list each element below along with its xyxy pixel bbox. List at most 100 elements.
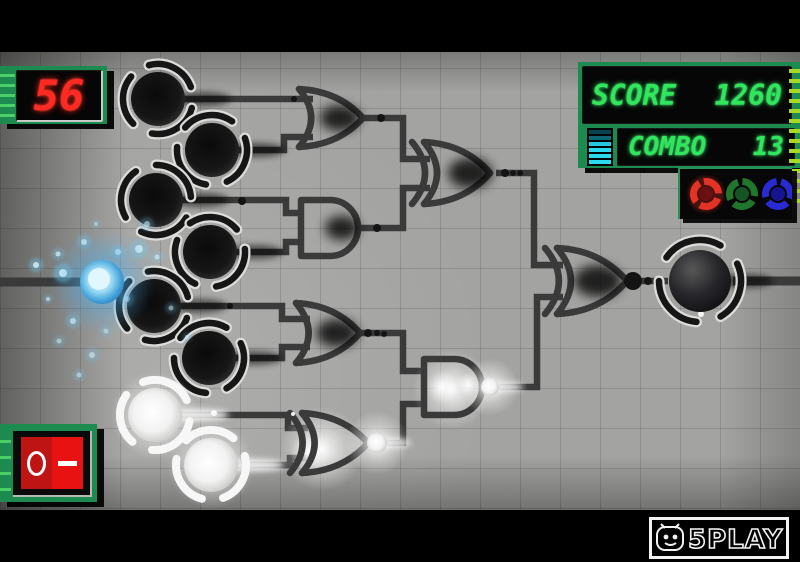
node-sphere <box>183 225 237 279</box>
blue-particle <box>33 262 39 268</box>
node-arc-lit <box>116 390 137 446</box>
blue-particle <box>89 352 95 358</box>
lit-signal-ball <box>481 378 499 396</box>
node-sphere <box>131 72 185 126</box>
node-arc <box>717 260 745 320</box>
board-trace <box>789 109 800 113</box>
board-trace <box>789 139 800 143</box>
signal-blob <box>320 105 360 131</box>
color-button-green[interactable] <box>726 178 758 210</box>
node-shadow-smear <box>171 299 227 313</box>
power-switch-bezel <box>13 431 92 497</box>
input-node-2[interactable] <box>171 109 285 190</box>
5play-watermark: 5PLAY <box>649 517 789 559</box>
node-arc <box>223 339 248 392</box>
power-switch-off-half[interactable] <box>21 437 52 489</box>
board-trace <box>789 179 800 183</box>
lit-signal-ball <box>367 433 387 453</box>
node-sphere <box>129 173 183 227</box>
combo-meter-segment <box>589 142 611 146</box>
signal-bead <box>373 224 381 232</box>
node-arc <box>663 236 724 261</box>
node-arc <box>119 73 137 127</box>
signal-blob <box>325 216 359 240</box>
timer-panel: 56 <box>0 66 107 124</box>
power-rocker-switch[interactable] <box>21 437 83 489</box>
input-node-4[interactable] <box>169 211 283 292</box>
node-arc-lit <box>139 376 191 405</box>
robot-icon <box>656 523 684 551</box>
node-arc <box>655 277 700 326</box>
node-sphere-lit <box>184 438 238 492</box>
signal-bead <box>291 96 297 102</box>
signal-bead <box>644 277 652 285</box>
signal-blob <box>574 265 622 297</box>
wire-11 <box>359 329 424 375</box>
power-switch-on-half[interactable] <box>52 437 83 489</box>
input-node-3[interactable] <box>115 159 229 241</box>
node-arc <box>148 104 196 138</box>
blue-core <box>771 187 785 201</box>
combo-value: 13 <box>752 132 784 162</box>
node-arc <box>137 214 190 239</box>
signal-blob <box>316 319 358 347</box>
color-button-red[interactable] <box>688 176 724 212</box>
blue-particle <box>76 372 82 378</box>
node-arc-lit <box>182 426 238 445</box>
power-switch-panel <box>0 424 97 502</box>
input-node-7[interactable] <box>111 371 229 459</box>
wire-8 <box>496 169 563 269</box>
signal-bead <box>501 169 509 177</box>
node-sphere <box>669 250 731 312</box>
board-traces-right <box>789 69 800 209</box>
node-arc <box>152 161 195 201</box>
blue-particle <box>168 305 174 311</box>
node-sphere <box>185 123 239 177</box>
blue-particle <box>154 254 160 260</box>
score-display: SCORE 1260 <box>582 66 792 124</box>
timer-value: 56 <box>33 71 85 120</box>
board-trace <box>789 99 800 103</box>
node-arc <box>186 213 241 233</box>
switch-off-symbol <box>27 450 46 476</box>
red-ring <box>690 178 722 210</box>
combo-label: COMBO <box>628 132 707 162</box>
score-panel: SCORE 1260 COMBO 13 <box>578 62 800 168</box>
combo-meter-segment <box>589 130 611 134</box>
input-node-8[interactable] <box>167 421 285 509</box>
node-arc <box>223 134 251 185</box>
node-sphere-lit <box>128 388 182 442</box>
color-button-blue[interactable] <box>762 177 794 210</box>
combo-meter-segment <box>589 154 611 158</box>
signal-bead <box>227 303 233 309</box>
board-trace <box>789 89 800 93</box>
score-label: SCORE <box>592 78 677 112</box>
node-sphere <box>182 331 236 385</box>
node-arc <box>117 168 140 221</box>
node-arc <box>212 245 249 290</box>
node-arc-lit <box>218 451 250 502</box>
input-node-1[interactable] <box>117 58 231 140</box>
gate-glow <box>426 371 458 403</box>
blue-particle <box>144 221 150 227</box>
gate-xor-xor3 <box>541 244 631 318</box>
ball-layer <box>28 216 192 381</box>
combo-display: COMBO 13 <box>617 128 795 166</box>
combo-meter-segment <box>589 160 611 164</box>
node-arc-lit <box>172 454 206 503</box>
signal-marks-layer <box>211 96 704 475</box>
signal-blob <box>448 158 492 188</box>
combo-meter-segment <box>589 148 611 152</box>
node-arc <box>145 60 195 91</box>
blue-particle <box>185 335 189 339</box>
blue-particle <box>46 297 50 301</box>
blue-ring <box>762 177 794 210</box>
blue-particle <box>56 338 62 344</box>
board-trace <box>789 169 800 173</box>
output-node <box>653 234 773 328</box>
green-core <box>735 187 749 201</box>
signal-bead <box>377 114 385 122</box>
signal-bead <box>624 272 642 290</box>
